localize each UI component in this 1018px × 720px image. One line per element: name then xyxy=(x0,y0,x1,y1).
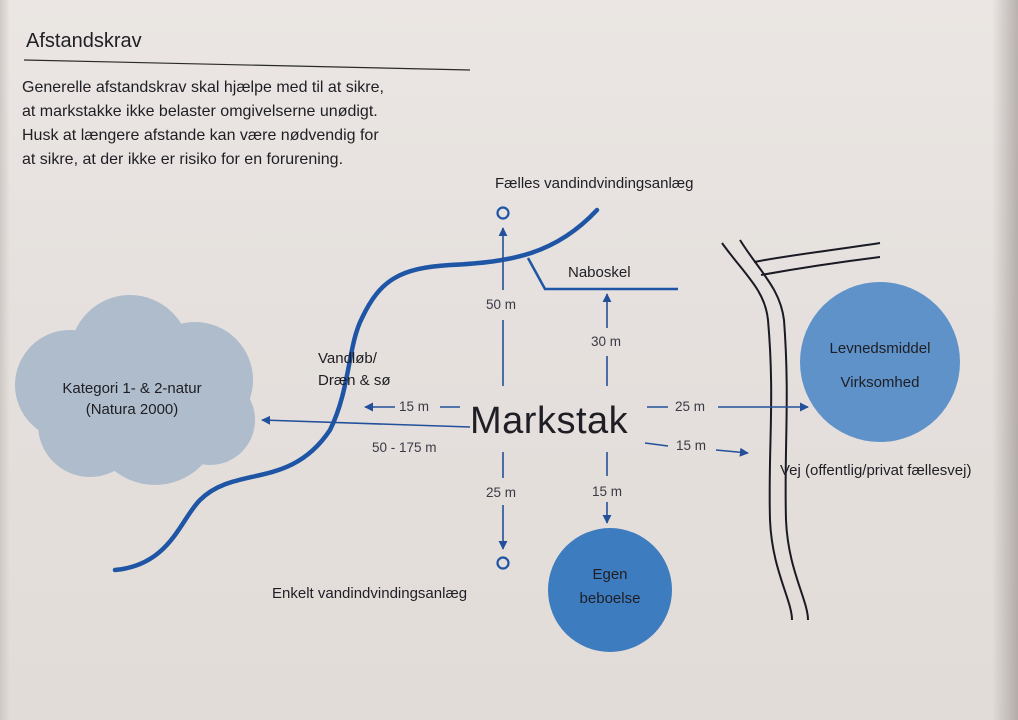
vej-label: Vej (offentlig/privat fællesvej) xyxy=(780,462,972,479)
levnedsmiddel-label-line1: Levnedsmiddel xyxy=(829,340,931,357)
enkelt-label: Enkelt vandindvindingsanlæg xyxy=(272,585,468,602)
page-shadow-left xyxy=(0,0,10,720)
egen-beboelse-circle xyxy=(548,528,672,652)
road xyxy=(721,239,881,621)
distance-vandlob: 15 m xyxy=(399,399,430,414)
naboskel-line xyxy=(526,257,678,291)
natur-label-line2: (Natura 2000) xyxy=(85,401,179,418)
page-shadow-right xyxy=(992,0,1018,720)
distance-faelles: 50 m xyxy=(486,297,517,312)
faelles-label: Fælles vandindvindingsanlæg xyxy=(495,175,694,192)
intro-line: Generelle afstandskrav skal hjælpe med t… xyxy=(22,79,384,96)
distance-enkelt: 25 m xyxy=(486,485,517,500)
distance-vej: 15 m xyxy=(676,438,707,453)
intro-line: Husk at længere afstande kan være nødven… xyxy=(22,127,379,144)
intro-text: Generelle afstandskrav skal hjælpe med t… xyxy=(22,76,492,172)
distance-naboskel: 30 m xyxy=(591,334,622,349)
river-line xyxy=(112,207,600,573)
markstak-label: Markstak xyxy=(470,400,629,442)
page-title: Afstandskrav xyxy=(26,30,142,52)
distance-arrows xyxy=(261,227,809,550)
vandlob-label-line2: Dræn & sø xyxy=(318,372,391,389)
distance-levnedsmiddel: 25 m xyxy=(675,399,706,414)
vandlob-label-line1: Vandløb/ xyxy=(318,350,377,367)
natur-label-line1: Kategori 1- & 2-natur xyxy=(62,380,202,397)
distance-natur: 50 - 175 m xyxy=(372,440,437,455)
intro-line: at markstakke ikke belaster omgivelserne… xyxy=(22,103,378,120)
enkelt-well-icon xyxy=(496,556,510,570)
egen-label-line1: Egen xyxy=(592,566,628,583)
intro-line: at sikre, at der ikke er risiko for en f… xyxy=(22,151,344,168)
levnedsmiddel-circle xyxy=(800,282,960,442)
natur-cloud xyxy=(15,295,255,485)
levnedsmiddel-label-line2: Virksomhed xyxy=(840,374,920,391)
naboskel-label: Naboskel xyxy=(568,264,631,281)
heading-underline xyxy=(23,59,471,71)
faelles-well-icon xyxy=(496,206,510,220)
egen-label-line2: beboelse xyxy=(579,590,641,607)
distance-egen: 15 m xyxy=(592,484,623,499)
